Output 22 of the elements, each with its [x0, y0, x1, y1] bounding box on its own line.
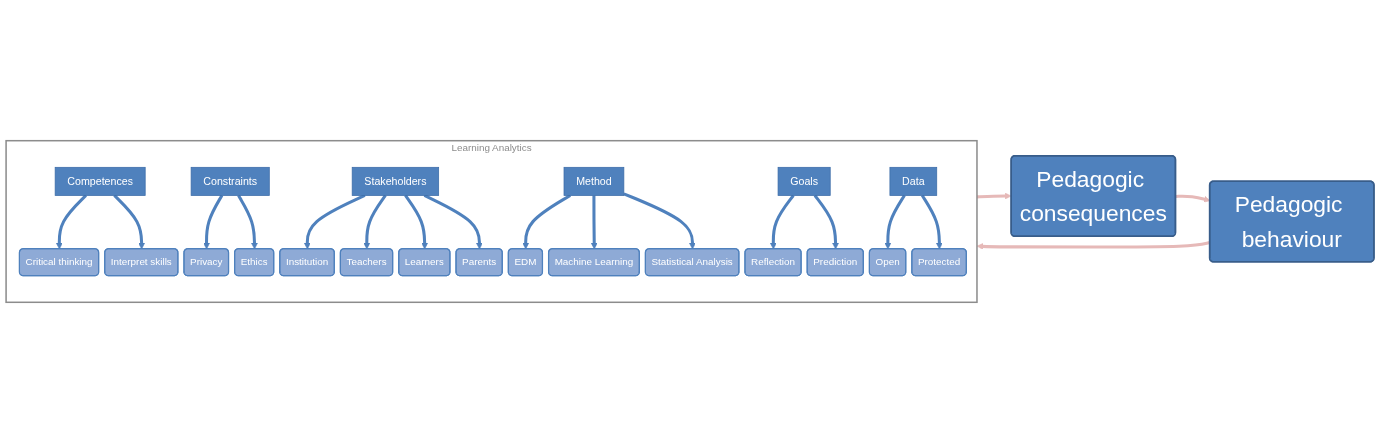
arrow — [770, 194, 795, 250]
node-box: Data — [889, 166, 938, 196]
arrow — [920, 194, 943, 250]
arrow — [590, 195, 598, 250]
arrow — [813, 194, 839, 250]
arrow — [237, 194, 258, 250]
arrow — [423, 194, 483, 250]
arrow — [976, 192, 1012, 200]
node-box: Competences — [54, 166, 146, 196]
node-box: Constraints — [190, 166, 270, 196]
arrow — [113, 194, 145, 250]
node-box: Goals — [777, 166, 831, 196]
arrow — [203, 194, 224, 250]
arrow — [522, 194, 571, 250]
arrow — [884, 194, 906, 250]
arrow — [56, 194, 87, 250]
node-box: Method — [563, 166, 625, 196]
arrow — [623, 192, 696, 250]
node-box: Stakeholders — [351, 166, 440, 196]
arrow — [363, 194, 387, 250]
arrow — [404, 194, 428, 250]
arrow — [304, 194, 366, 250]
